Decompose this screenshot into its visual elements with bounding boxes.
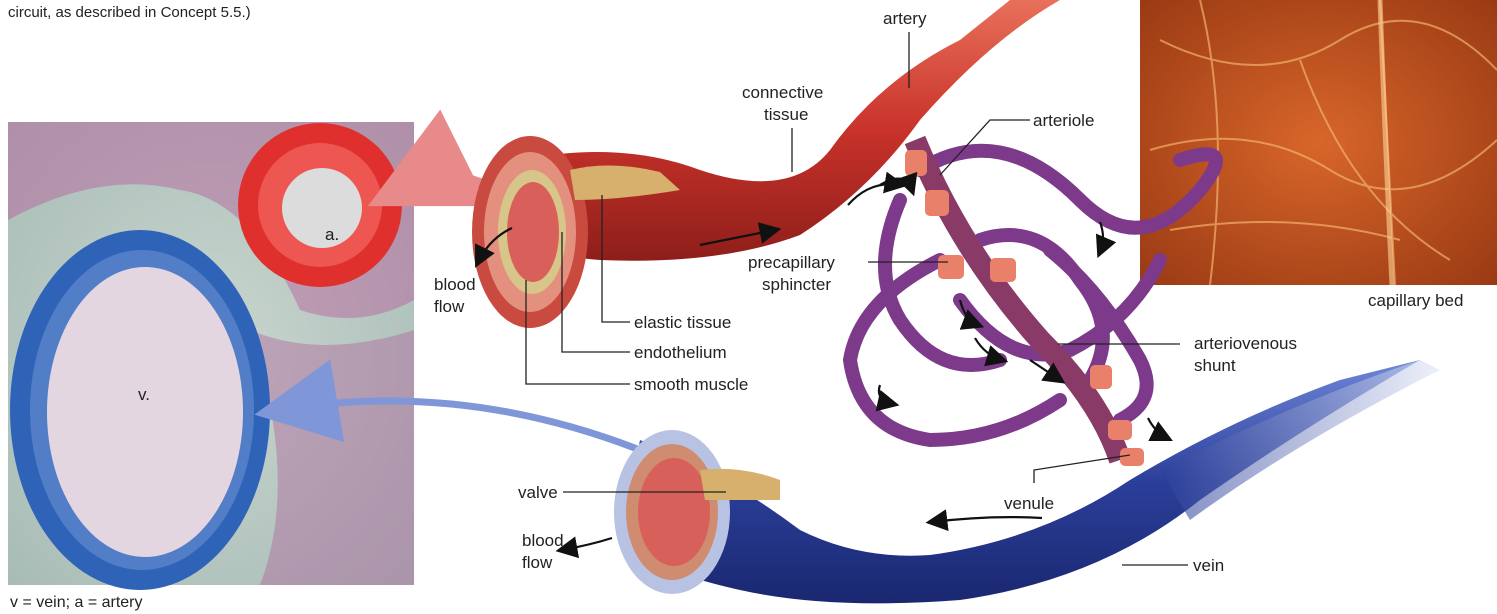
valve-label: valve: [518, 483, 558, 502]
artery-label: artery: [883, 9, 927, 28]
precapillary-label-line1: precapillary: [748, 253, 835, 272]
endothelium-label: endothelium: [634, 343, 727, 362]
micrograph-caption: v = vein; a = artery: [10, 594, 143, 612]
vein-flow-arrow: [932, 517, 1042, 522]
vein-vessel: [614, 360, 1440, 603]
arteriole-label: arteriole: [1033, 111, 1094, 130]
arteriovenous-label-line1: arteriovenous: [1194, 334, 1297, 353]
precapillary-label-line2: sphincter: [762, 275, 831, 294]
micrograph-artery-lumen: [282, 168, 362, 248]
smooth-muscle-label: smooth muscle: [634, 375, 748, 394]
elastic-tissue-label: elastic tissue: [634, 313, 731, 332]
micrograph-panel: a. v.: [8, 122, 414, 590]
blood-flow-top-label-line2: flow: [434, 297, 465, 316]
connective-tissue-label-line1: connective: [742, 83, 823, 102]
venule-label: venule: [1004, 494, 1054, 513]
arteriovenous-label-line2: shunt: [1194, 356, 1236, 375]
capillary-bed-label: capillary bed: [1368, 291, 1463, 310]
blood-flow-top-label-line1: blood: [434, 275, 476, 294]
artery-marker: a.: [325, 225, 339, 244]
blood-flow-bottom-arrow: [562, 538, 612, 550]
blood-flow-bottom-label-line2: flow: [522, 553, 553, 572]
vein-label: vein: [1193, 556, 1224, 575]
connective-tissue-label-line2: tissue: [764, 105, 808, 124]
blood-flow-bottom-label-line1: blood: [522, 531, 564, 550]
micrograph-vein-lumen: [47, 267, 243, 557]
capillary-bed-photo: [1140, 0, 1497, 285]
vein-marker: v.: [138, 385, 150, 404]
